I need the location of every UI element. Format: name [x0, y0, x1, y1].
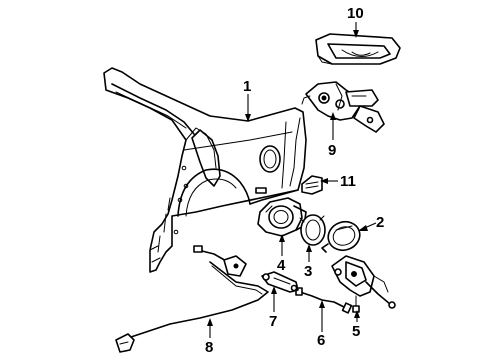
callout-7: 7 — [269, 313, 277, 330]
fuel-door — [321, 220, 361, 253]
callout-6: 6 — [317, 332, 325, 349]
callout-4: 4 — [277, 257, 286, 274]
quarter-panel — [103, 67, 307, 273]
release-cable-long — [115, 245, 269, 353]
callout-1: 1 — [243, 78, 251, 95]
callout-8: 8 — [205, 339, 213, 356]
callout-2: 2 — [376, 214, 384, 231]
release-actuator — [331, 255, 396, 313]
callout-9: 9 — [328, 142, 336, 159]
lock-actuator-bracket — [301, 81, 385, 133]
release-rod — [261, 271, 299, 293]
retainer-clip — [301, 175, 323, 195]
callout-5: 5 — [352, 323, 360, 340]
filler-pocket — [257, 197, 307, 237]
callout-3: 3 — [304, 263, 312, 280]
release-cable-short — [295, 287, 353, 314]
callout-10: 10 — [347, 5, 364, 22]
callout-11: 11 — [340, 173, 356, 190]
leader-lines — [207, 22, 377, 338]
filler-seal-ring — [299, 214, 326, 246]
filler-pocket-housing — [315, 33, 401, 65]
callout-labels: 1 2 3 4 5 6 7 8 9 10 11 — [205, 5, 384, 356]
